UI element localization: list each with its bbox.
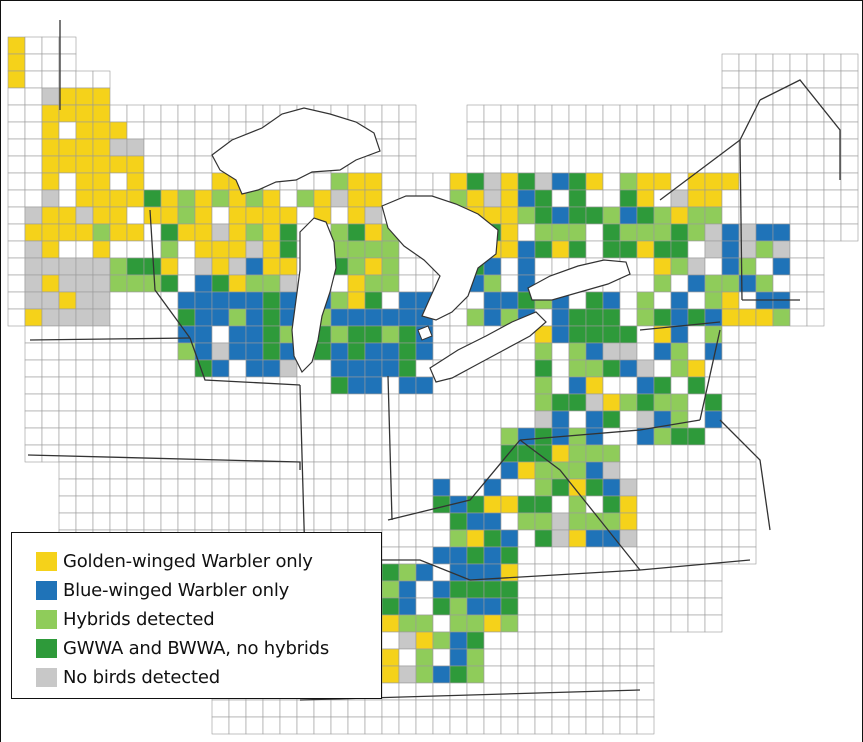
legend-item-none: No birds detected [36,663,381,692]
legend-label-both: GWWA and BWWA, no hybrids [63,638,330,659]
legend-label-none: No birds detected [63,667,220,688]
lake-ontario [527,259,631,301]
lake-st-clair [417,325,433,341]
legend-item-hybrid: Hybrids detected [36,605,381,634]
lake-superior [211,107,381,195]
legend-swatch-blue [36,581,57,600]
legend-item-golden: Golden-winged Warbler only [36,547,381,576]
legend-label-hybrid: Hybrids detected [63,609,215,630]
legend-label-blue: Blue-winged Warbler only [63,580,290,601]
legend-label-golden: Golden-winged Warbler only [63,551,313,572]
survey-cell [704,614,723,633]
legend-item-both: GWWA and BWWA, no hybrids [36,634,381,663]
legend-item-blue: Blue-winged Warbler only [36,576,381,605]
legend-swatch-both [36,639,57,658]
map-legend: Golden-winged Warbler only Blue-winged W… [11,532,382,699]
lake-erie [429,311,547,383]
survey-cell [806,308,825,327]
lake-huron [381,195,499,321]
survey-cell [840,223,859,242]
legend-swatch-none [36,668,57,687]
survey-cell [636,716,655,735]
legend-swatch-hybrid [36,610,57,629]
great-lakes [211,107,631,383]
lake-michigan [291,217,337,374]
survey-cell [738,546,757,565]
legend-swatch-golden [36,552,57,571]
